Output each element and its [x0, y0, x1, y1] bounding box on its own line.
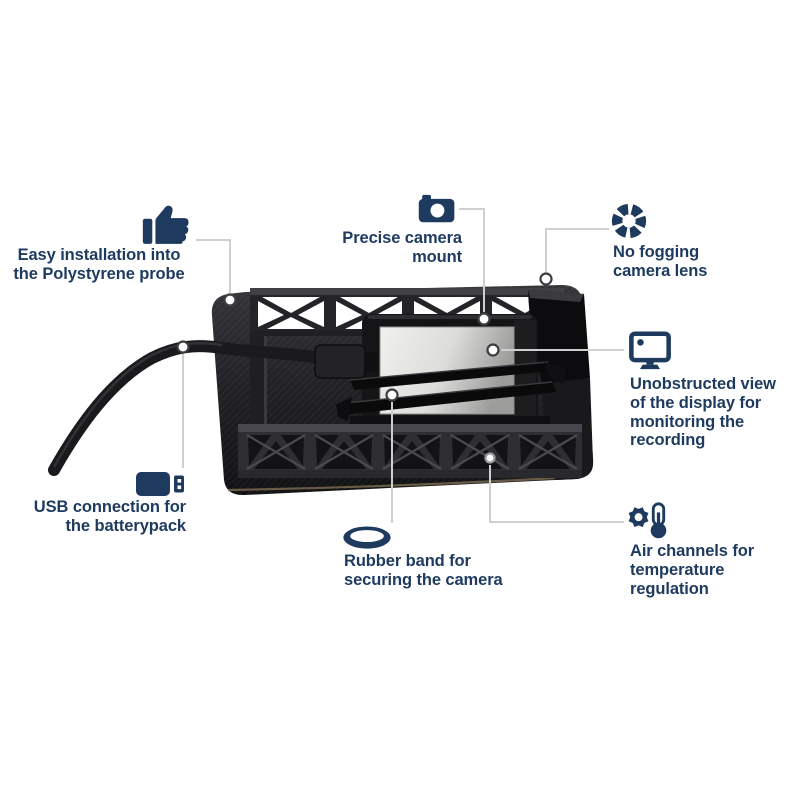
connector-air-channels — [489, 465, 624, 523]
sun-shape — [628, 507, 649, 528]
connector-no-fogging — [545, 228, 609, 272]
label-air-channels: Air channels for temperature regulation — [630, 542, 755, 598]
aperture-icon — [610, 202, 648, 240]
marker-usb — [176, 340, 190, 354]
marker-camera-mount — [477, 312, 491, 326]
monitor-icon — [629, 331, 671, 371]
label-display-view: Unobstructed view of the display for mon… — [630, 375, 776, 450]
rubber-band-icon — [341, 525, 393, 551]
label-easy-install: Easy installation into the Polystyrene p… — [13, 246, 185, 283]
marker-display-view — [486, 343, 500, 357]
label-camera-mount: Precise camera mount — [342, 229, 462, 266]
front-truss-holes — [248, 435, 576, 469]
label-usb: USB connection for the batterypack — [33, 498, 186, 535]
marker-rubber-band — [385, 388, 399, 402]
connector-lines — [182, 208, 624, 523]
marker-air-channels — [484, 452, 496, 464]
marker-easy-install — [223, 293, 237, 307]
plate-bottom-rim — [227, 475, 575, 492]
connector-markers — [176, 272, 553, 464]
connector-camera-mount — [459, 208, 485, 312]
connector-easy-install — [196, 239, 231, 294]
left-inner-wall-edge — [264, 336, 267, 428]
usb-icon — [136, 469, 186, 499]
front-truss-wall — [238, 424, 582, 478]
temperature-icon — [626, 501, 672, 539]
usb-cable — [48, 340, 378, 476]
thermometer-shape — [649, 501, 668, 539]
usb-plug — [314, 344, 366, 379]
thumbs-up-icon — [141, 204, 193, 246]
camera-icon — [417, 191, 457, 224]
label-rubber-band: Rubber band for securing the camera — [344, 552, 503, 589]
label-no-fogging: No fogging camera lens — [613, 243, 708, 280]
marker-no-fogging — [539, 272, 553, 286]
left-inner-wall — [250, 336, 266, 428]
